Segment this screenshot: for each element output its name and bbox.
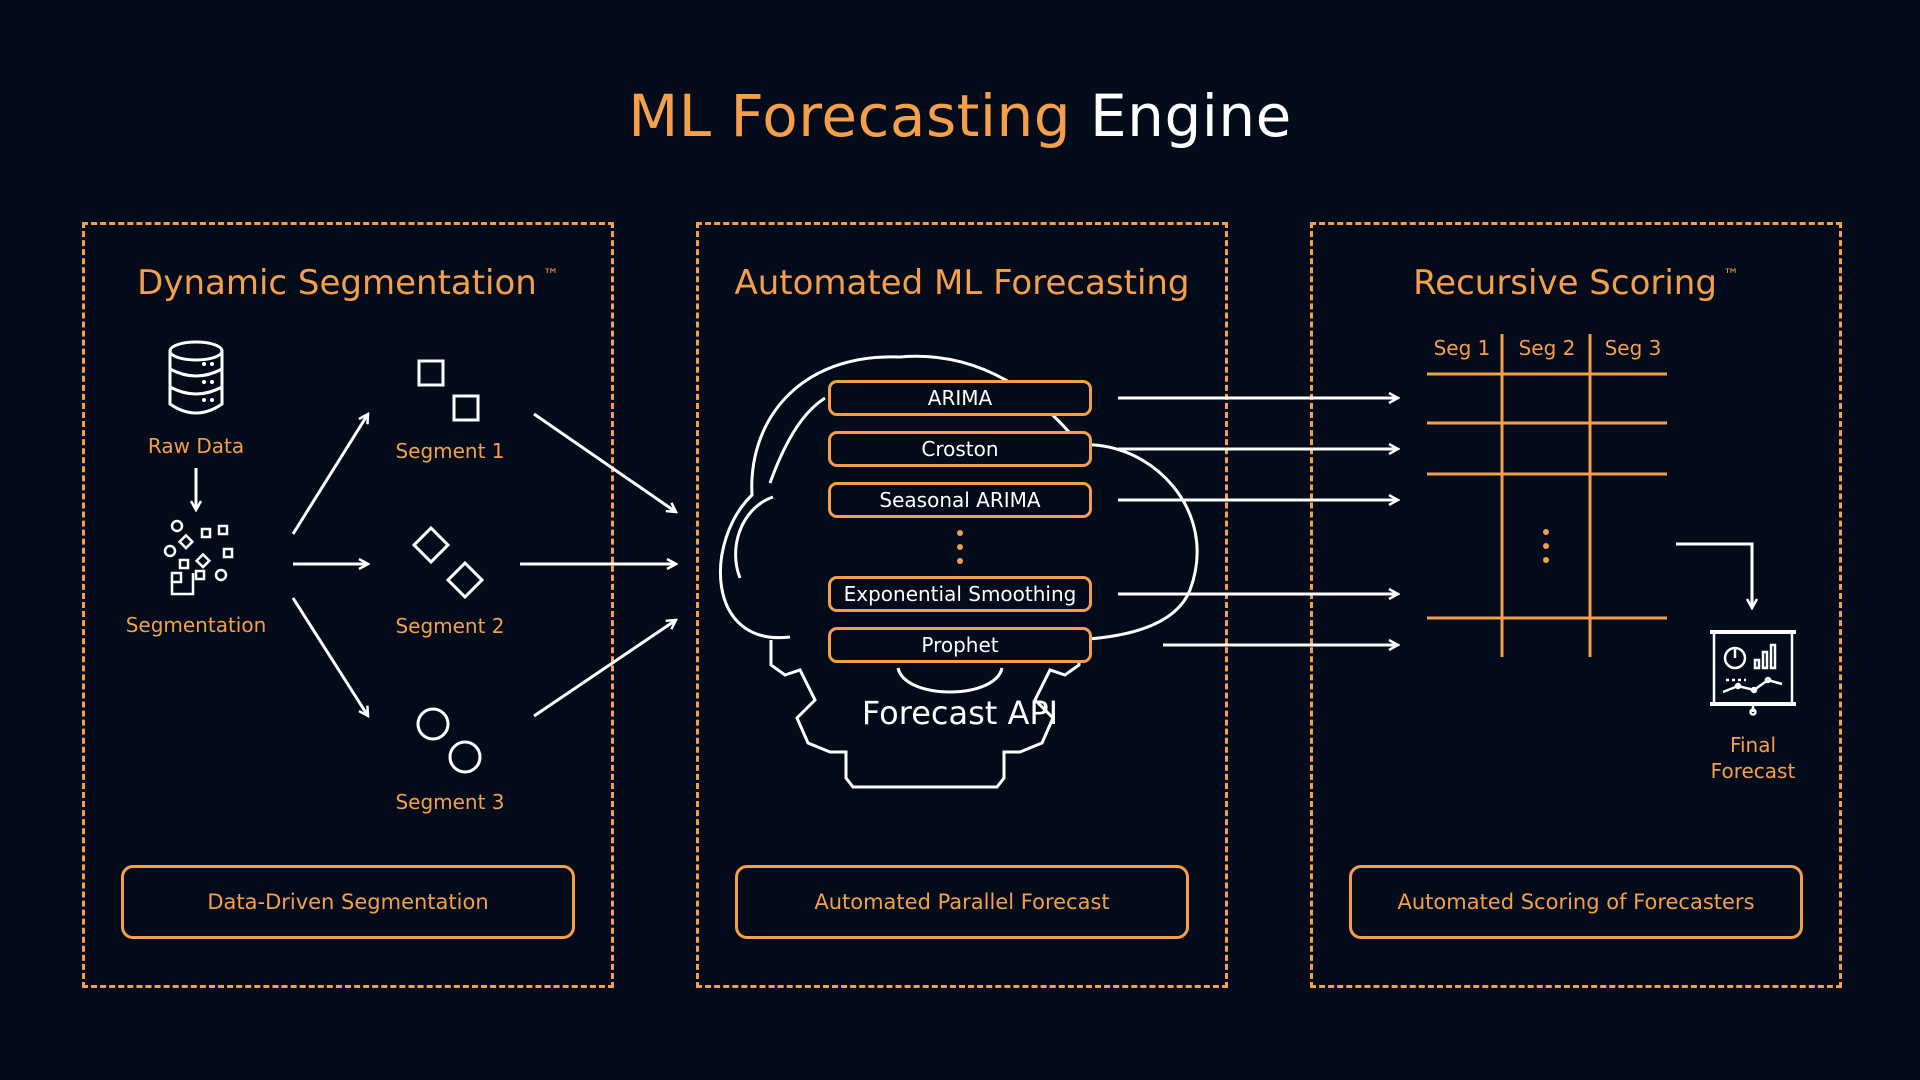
data-driven-segmentation-button[interactable]: Data-Driven Segmentation	[121, 865, 575, 939]
page-title: ML Forecasting Engine	[0, 82, 1920, 150]
panel-dynamic-segmentation: Dynamic Segmentation ™ Data-Driven Segmen…	[82, 222, 614, 988]
panel-title-text: Automated ML Forecasting	[734, 263, 1190, 303]
title-rest: Engine	[1090, 82, 1292, 150]
model-prophet[interactable]: Prophet	[828, 627, 1092, 663]
final-forecast-label: Final Forecast	[1693, 732, 1813, 784]
segment-3-label: Segment 3	[395, 790, 505, 814]
final-forecast-line-2: Forecast	[1710, 759, 1796, 783]
column-header-seg-3: Seg 3	[1604, 336, 1662, 360]
automated-parallel-forecast-button[interactable]: Automated Parallel Forecast	[735, 865, 1189, 939]
segmentation-label: Segmentation	[125, 613, 267, 637]
panel-title-text: Dynamic Segmentation	[137, 263, 537, 303]
column-header-seg-1: Seg 1	[1433, 336, 1491, 360]
trademark-mark: ™	[1722, 265, 1739, 284]
panel-recursive-scoring: Recursive Scoring ™ Automated Scoring of …	[1310, 222, 1842, 988]
automated-scoring-button[interactable]: Automated Scoring of Forecasters	[1349, 865, 1803, 939]
model-exponential-smoothing[interactable]: Exponential Smoothing	[828, 576, 1092, 612]
model-arima[interactable]: ARIMA	[828, 380, 1092, 416]
panel-title-text: Recursive Scoring	[1413, 263, 1717, 303]
panel-title: Recursive Scoring ™	[1313, 263, 1839, 303]
title-accent: ML Forecasting	[628, 82, 1072, 150]
model-croston[interactable]: Croston	[828, 431, 1092, 467]
panel-automated-ml-forecasting: Automated ML Forecasting Automated Paral…	[696, 222, 1228, 988]
column-header-seg-2: Seg 2	[1518, 336, 1576, 360]
segment-1-label: Segment 1	[395, 439, 505, 463]
panel-title: Dynamic Segmentation ™	[85, 263, 611, 303]
panel-title: Automated ML Forecasting	[699, 263, 1225, 303]
model-seasonal-arima[interactable]: Seasonal ARIMA	[828, 482, 1092, 518]
trademark-mark: ™	[542, 265, 559, 284]
forecast-api-label: Forecast API	[861, 694, 1059, 732]
raw-data-label: Raw Data	[147, 434, 245, 458]
final-forecast-line-1: Final	[1729, 733, 1777, 757]
segment-2-label: Segment 2	[395, 614, 505, 638]
